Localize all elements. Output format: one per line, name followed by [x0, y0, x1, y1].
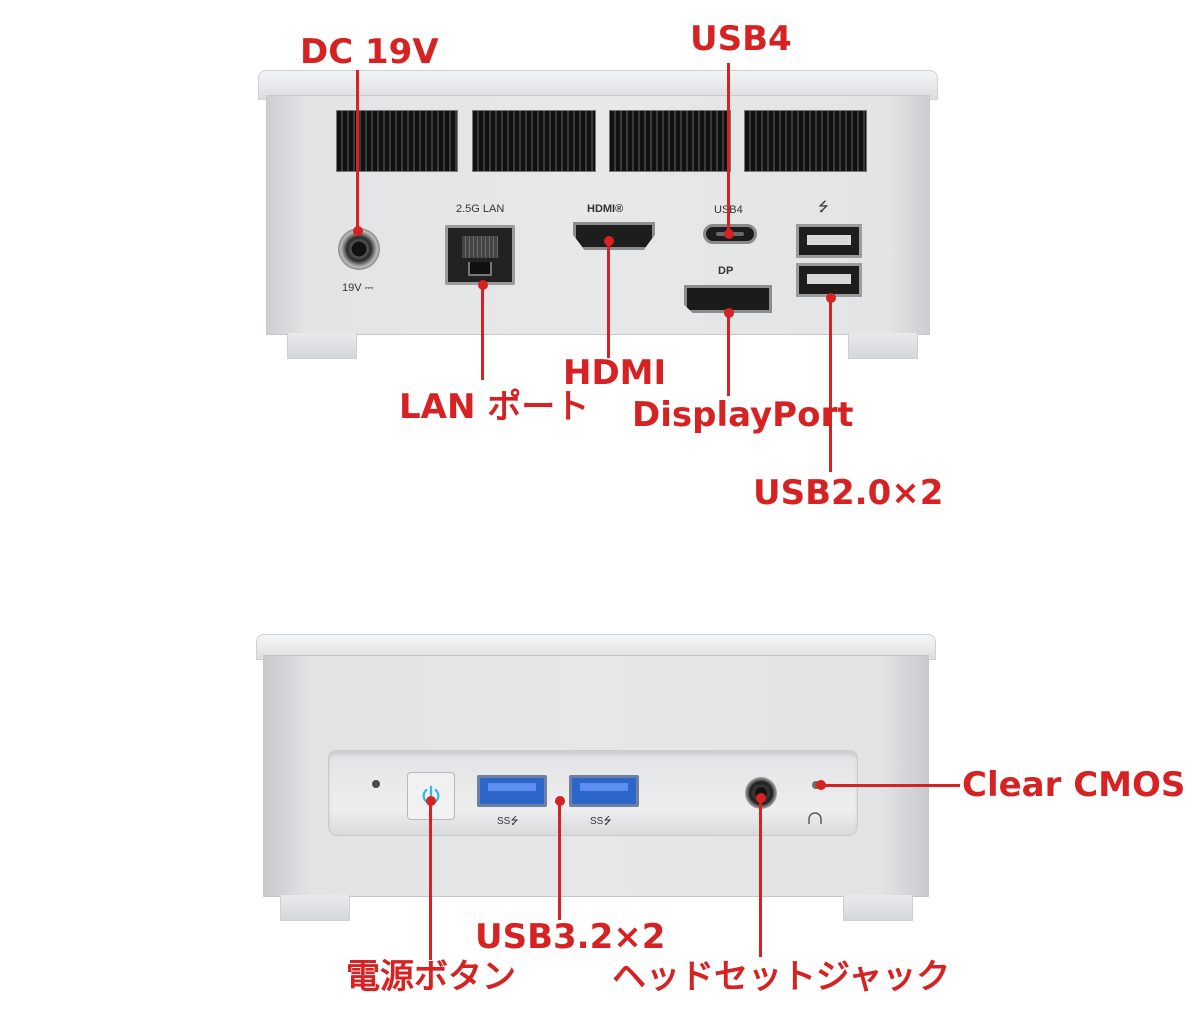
leader-line-headset — [759, 797, 762, 957]
leader-dot-clear-cmos — [816, 780, 826, 790]
leader-dot-headset — [756, 793, 766, 803]
leader-dot-lan — [478, 280, 488, 290]
callout-power-button: 電源ボタン — [346, 957, 516, 997]
callout-hdmi: HDMI — [563, 353, 667, 393]
leader-line-displayport — [727, 312, 730, 396]
rear-foot-right — [848, 333, 918, 359]
usb2-port-top — [796, 224, 862, 258]
printed-dp-label: DP — [718, 265, 734, 277]
leader-line-power — [429, 800, 432, 960]
printed-lan-label: 2.5G LAN — [456, 203, 505, 215]
vent-grille-1 — [336, 110, 458, 172]
callout-dc-19v: DC 19V — [300, 32, 439, 72]
vent-grille-2 — [472, 110, 596, 172]
callout-usb2-x2: USB2.0×2 — [753, 473, 944, 513]
callout-usb4: USB4 — [690, 19, 792, 59]
callout-headset-jack: ヘッドセットジャック — [612, 957, 951, 997]
vent-grille-4 — [744, 110, 867, 172]
front-foot-left — [280, 895, 350, 921]
callout-lan-port: LAN ポート — [399, 387, 590, 427]
usb2-port-bottom — [796, 263, 862, 297]
callout-clear-cmos: Clear CMOS — [962, 765, 1186, 805]
callout-usb3-x2: USB3.2×2 — [475, 917, 666, 957]
leader-dot-usb2 — [826, 293, 836, 303]
leader-dot-power — [426, 796, 436, 806]
leader-dot-dc — [353, 226, 363, 236]
rear-foot-left — [287, 333, 357, 359]
callout-displayport: DisplayPort — [632, 395, 854, 435]
vent-grille-3 — [609, 110, 731, 172]
leader-line-lan — [481, 284, 484, 380]
leader-dot-hdmi — [604, 236, 614, 246]
leader-dot-displayport — [724, 308, 734, 318]
hdmi-port — [573, 222, 655, 250]
printed-hdmi-logo: HDMI® — [587, 203, 624, 215]
lan-port — [445, 225, 515, 285]
printed-ss-label-2: SS⭍ — [590, 816, 612, 827]
leader-dot-usb4 — [724, 229, 734, 239]
leader-line-usb2 — [829, 297, 832, 472]
leader-line-dc — [356, 70, 359, 230]
leader-dot-usb3 — [555, 796, 565, 806]
printed-dc-label: 19V ⎓ — [342, 282, 374, 294]
front-foot-right — [843, 895, 913, 921]
status-led — [372, 780, 380, 788]
leader-line-usb3 — [558, 800, 561, 920]
leader-line-clear-cmos — [820, 784, 960, 787]
leader-line-hdmi — [607, 240, 610, 358]
usb-symbol-icon: ⭍ — [818, 199, 829, 214]
usb3-port-2 — [569, 775, 639, 807]
leader-line-usb4 — [727, 63, 730, 233]
printed-ss-label-1: SS⭍ — [497, 816, 519, 827]
usb3-port-1 — [477, 775, 547, 807]
headphone-icon — [808, 812, 822, 824]
